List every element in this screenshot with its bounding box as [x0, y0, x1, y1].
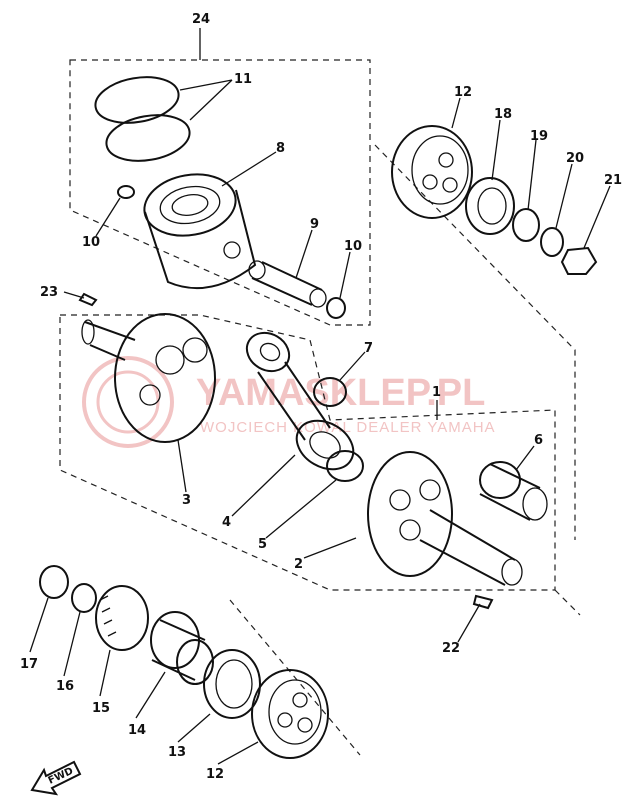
washer-17	[39, 565, 69, 599]
oil-seal-top	[465, 177, 515, 235]
callout-8: 8	[276, 141, 285, 156]
key-22	[472, 594, 494, 610]
callout-19: 19	[530, 129, 548, 144]
callout-6: 6	[534, 433, 543, 448]
watermark: YAMASKLEP.PL WOJCIECH KOWAL DEALER YAMAH…	[82, 356, 496, 448]
connecting-rod	[245, 331, 355, 471]
washer-19	[512, 208, 540, 242]
callout-13: 13	[168, 745, 186, 760]
piston-pin	[248, 260, 327, 308]
group-outlines	[59, 59, 581, 756]
oil-seal-13	[203, 649, 261, 719]
callout-3: 3	[182, 493, 191, 508]
callout-23: 23	[40, 285, 58, 300]
callout-11: 11	[234, 72, 252, 87]
axis-line-right	[554, 589, 581, 616]
callout-17: 17	[20, 657, 38, 672]
crank-group-outline	[59, 314, 556, 591]
callout-5: 5	[258, 537, 267, 552]
callout-9: 9	[310, 217, 319, 232]
callout-15: 15	[92, 701, 110, 716]
needle-bearing-7	[313, 377, 347, 407]
nut-21	[560, 246, 598, 275]
needle-bearing-5	[326, 450, 364, 482]
callout-21: 21	[604, 173, 622, 188]
fwd-arrow-icon: FWD	[30, 760, 82, 796]
leader-lines	[29, 28, 611, 765]
callout-20: 20	[566, 151, 584, 166]
watermark-subtitle: WOJCIECH KOWAL DEALER YAMAHA	[200, 419, 496, 436]
callout-22: 22	[442, 641, 460, 656]
spacer-14	[150, 611, 214, 685]
crank-web-left	[81, 313, 216, 443]
callout-2: 2	[294, 557, 303, 572]
callout-12-top: 12	[454, 85, 472, 100]
callout-1: 1	[432, 385, 441, 400]
piston	[143, 173, 257, 290]
callout-18: 18	[494, 107, 512, 122]
callout-4: 4	[222, 515, 231, 530]
bearing-group-outline	[374, 144, 576, 540]
callout-16: 16	[56, 679, 74, 694]
callout-12-bottom: 12	[206, 767, 224, 782]
piston-group-outline	[69, 59, 371, 326]
shaft-axis-line	[229, 599, 361, 756]
bearing-top	[391, 125, 473, 219]
crank-pin	[479, 461, 548, 521]
crank-web-right	[367, 451, 523, 586]
piston-rings	[94, 76, 191, 162]
circlip-right	[326, 297, 346, 319]
callout-10-right: 10	[344, 239, 362, 254]
callout-10-left: 10	[82, 235, 100, 250]
washer-16	[71, 583, 97, 613]
callout-labels: 24 11 8 10 9 10 23 7 1 3 4 5 6 2 22 12 1…	[20, 12, 622, 782]
key-23	[78, 292, 98, 307]
primary-gear-15	[95, 585, 149, 651]
callout-24: 24	[192, 12, 210, 27]
washer-20	[540, 227, 564, 257]
circlip-left	[117, 185, 135, 199]
bearing-bottom	[251, 669, 329, 759]
callout-7: 7	[364, 341, 373, 356]
callout-14: 14	[128, 723, 146, 738]
